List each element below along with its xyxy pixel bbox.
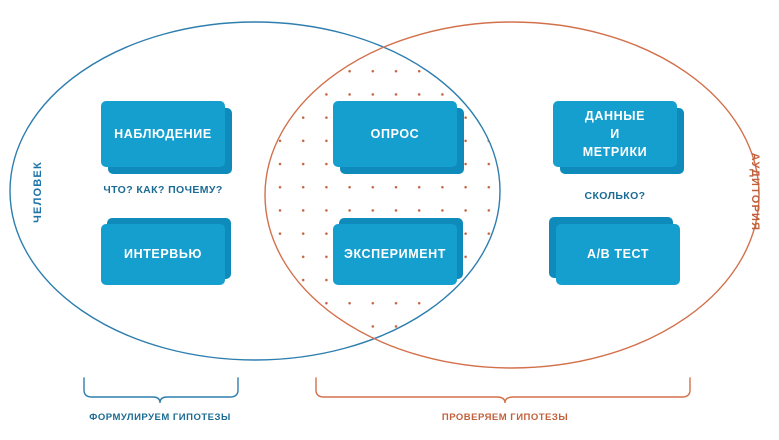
card-label-line-3: МЕТРИКИ [582, 145, 648, 160]
card-ab-test[interactable]: A/B ТЕСТ [549, 217, 680, 285]
brace-label-proveryaem: ПРОВЕРЯЕМ ГИПОТЕЗЫ [441, 412, 569, 423]
card-nabludenie[interactable]: НАБЛЮДЕНИЕ [101, 101, 232, 174]
card-eksperiment[interactable]: ЭКСПЕРИМЕНТ [333, 218, 463, 285]
card-face [101, 101, 225, 167]
card-label-line-1: ДАННЫЕ [584, 108, 646, 123]
card-face [101, 224, 225, 285]
card-opros[interactable]: ОПРОС [333, 101, 464, 174]
card-label: НАБЛЮДЕНИЕ [114, 126, 212, 141]
set-label-chelovek: ЧЕЛОВЕК [32, 161, 44, 223]
set-label-auditoriya: АУДИТОРИЯ [749, 152, 761, 232]
card-face [556, 224, 680, 285]
ellipse-auditoriya [264, 21, 760, 369]
card-dannye-i-metriki[interactable]: ДАННЫЕ И МЕТРИКИ [553, 101, 684, 174]
card-label: ИНТЕРВЬЮ [123, 247, 203, 262]
card-intervyu[interactable]: ИНТЕРВЬЮ [101, 218, 231, 285]
card-label: ЭКСПЕРИМЕНТ [343, 247, 447, 262]
caption-right: СКОЛЬКО? [584, 190, 646, 202]
card-label: ДАННЫЕ И МЕТРИКИ [577, 107, 654, 161]
intersection-dot-fill [265, 22, 500, 360]
card-face [333, 224, 457, 285]
ellipse-chelovek [9, 21, 501, 361]
card-face [333, 101, 457, 167]
card-label: A/B ТЕСТ [586, 247, 650, 262]
card-face [553, 101, 677, 167]
card-label-line-2: И [610, 126, 620, 141]
brace-left-shape [83, 377, 239, 404]
card-label: ОПРОС [370, 126, 420, 141]
caption-left: ЧТО? КАК? ПОЧЕМУ? [103, 184, 223, 196]
brace-label-formuliruem: ФОРМУЛИРУЕМ ГИПОТЕЗЫ [89, 412, 231, 423]
brace-right-shape [315, 377, 691, 404]
